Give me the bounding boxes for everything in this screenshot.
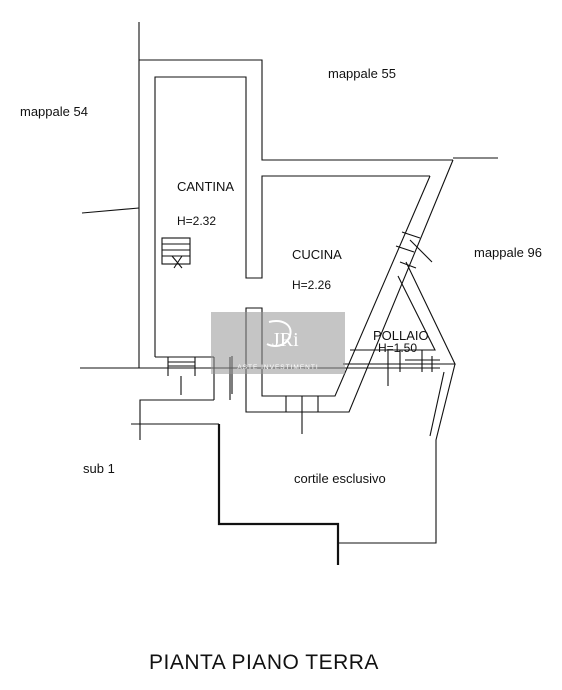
sub-1-label: sub 1 [83,461,115,476]
staircase [161,237,191,269]
pollaio-height: H=1.50 [378,341,417,355]
mappale-54-label: mappale 54 [20,104,88,119]
mappale-96-label: mappale 96 [474,245,542,260]
watermark: JRi ASTE INVESTIMENTI [211,312,345,374]
courtyard-label: cortile esclusivo [294,471,386,486]
cucina-height: H=2.26 [292,278,331,292]
cantina-label: CANTINA [177,179,234,194]
watermark-monogram: JRi [272,329,299,351]
cantina-height: H=2.32 [177,214,216,228]
plan-title: PIANTA PIANO TERRA [149,651,379,674]
cantina-walls [139,59,453,358]
courtyard-boundary [131,363,456,565]
watermark-text: ASTE INVESTIMENTI [237,364,319,371]
mappale-55-label: mappale 55 [328,66,396,81]
cucina-label: CUCINA [292,247,342,262]
pollaio-label: POLLAIO [373,328,429,343]
pollaio-walls [343,261,456,386]
watermark-logo-icon: JRi [266,320,299,351]
